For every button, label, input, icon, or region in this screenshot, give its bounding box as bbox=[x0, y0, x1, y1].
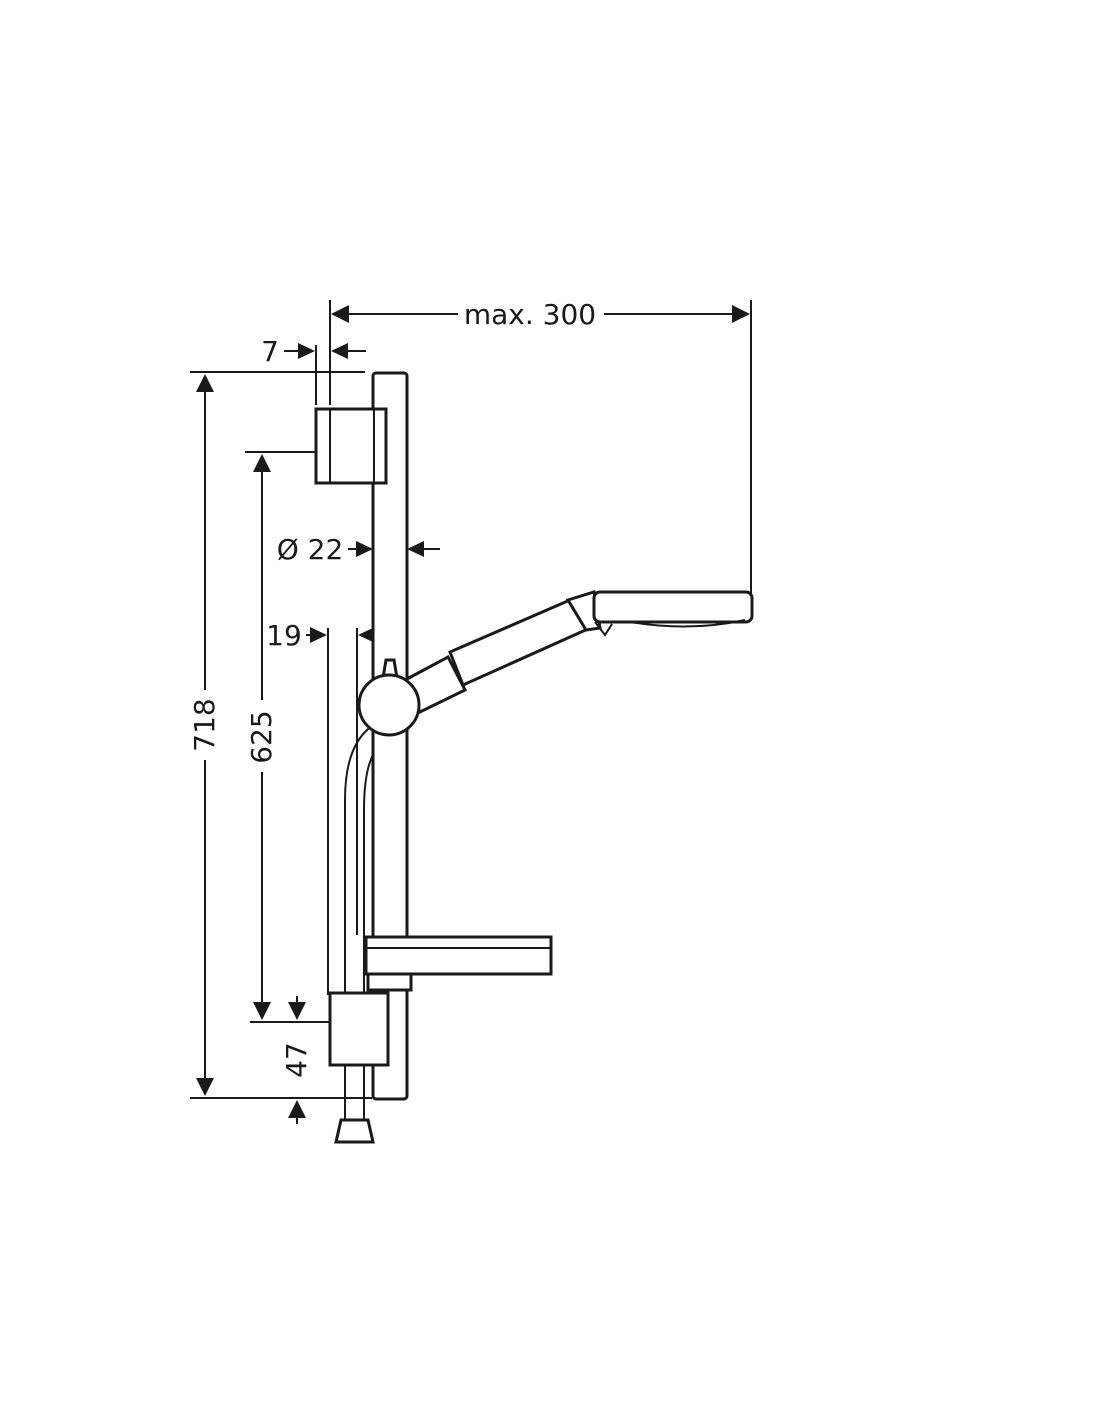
dimension-max-reach: max. 300 bbox=[331, 298, 750, 331]
top-wall-bracket bbox=[314, 407, 388, 485]
hose-connector bbox=[334, 1118, 375, 1144]
dim-label-wall-offset: 7 bbox=[261, 335, 279, 368]
hand-shower-handle bbox=[448, 598, 593, 688]
dim-label-total-height: 718 bbox=[188, 698, 221, 751]
soap-dish bbox=[364, 935, 553, 992]
dimension-wall-offset: 7 bbox=[261, 335, 366, 368]
shower-holder-slider bbox=[357, 658, 421, 737]
dim-label-holder-offset: 19 bbox=[266, 619, 302, 652]
dimension-bottom-offset: 47 bbox=[280, 996, 313, 1124]
dim-label-max-reach: max. 300 bbox=[464, 298, 596, 331]
hand-shower-head bbox=[592, 590, 754, 624]
dim-label-rail-diameter: Ø 22 bbox=[277, 533, 344, 566]
dimension-bracket-spacing: 625 bbox=[245, 454, 278, 1020]
extension-lines bbox=[190, 300, 752, 1099]
bottom-wall-bracket bbox=[328, 991, 390, 1067]
dimension-rail-diameter: Ø 22 bbox=[277, 533, 440, 566]
dimension-total-height: 718 bbox=[188, 374, 221, 1096]
dim-label-bracket-spacing: 625 bbox=[245, 710, 278, 763]
dim-label-bottom-offset: 47 bbox=[280, 1042, 313, 1078]
hand-shower bbox=[403, 590, 754, 715]
